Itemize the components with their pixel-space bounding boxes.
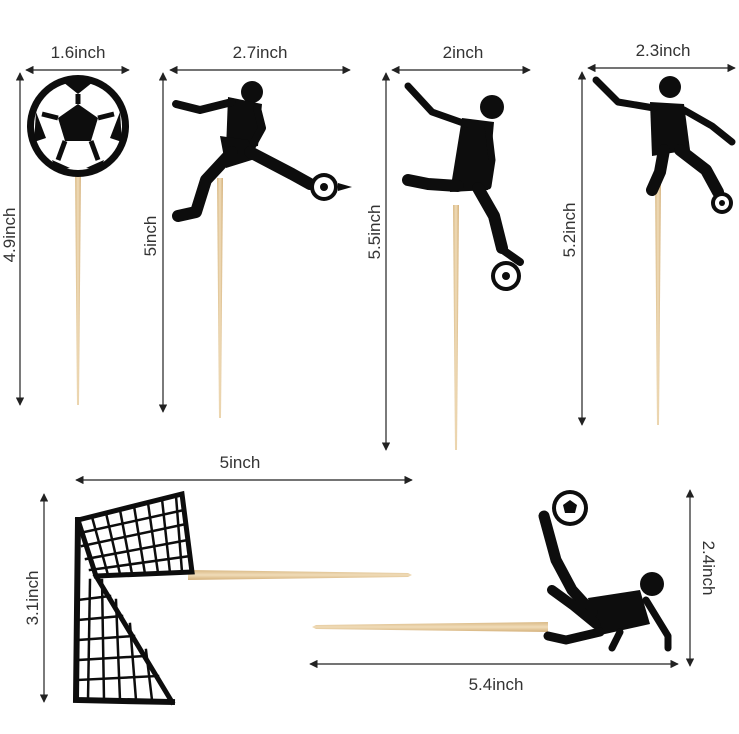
width-label: 2.7inch [233,43,288,62]
soccer-ball-icon [491,261,521,291]
topper-player-bicycle-kick: 5.4inch 2.4inch [309,489,718,694]
toothpick-stick [75,170,81,405]
width-label: 2.3inch [636,41,691,60]
soccer-ball-icon [27,75,129,177]
height-label: 5.2inch [560,203,579,258]
player-bicycle-kick-icon [538,510,672,652]
width-label: 2inch [443,43,484,62]
toothpick-stick [312,622,548,632]
topper-player-running: 2.3inch 5.2inch [560,41,736,426]
player-jumping-kick-icon [402,82,524,266]
toothpick-stick [453,205,459,450]
player-dribbling-icon [172,81,316,222]
width-label: 1.6inch [51,43,106,62]
height-label: 5inch [141,216,160,257]
topper-player-dribbling: 2.7inch 5inch [141,43,352,418]
height-label: 3.1inch [23,571,42,626]
height-label: 4.9inch [0,208,19,263]
soccer-ball-icon [711,192,733,214]
topper-goal-net: 5inch 3.1inch [23,453,413,706]
player-running-icon [592,76,736,198]
goal-net-icon [72,490,195,706]
soccer-ball-icon [310,173,352,201]
toothpick-stick [188,570,412,580]
soccer-ball-icon [552,490,588,526]
width-label: 5inch [220,453,261,472]
height-label: 2.4inch [699,541,718,596]
height-label: 5.5inch [365,205,384,260]
topper-soccer-ball: 1.6inch 4.9inch [0,43,130,406]
width-label: 5.4inch [469,675,524,694]
topper-player-jumping-kick: 2inch 5.5inch [365,43,531,451]
toothpick-stick [655,182,661,425]
toothpick-stick [217,178,223,418]
